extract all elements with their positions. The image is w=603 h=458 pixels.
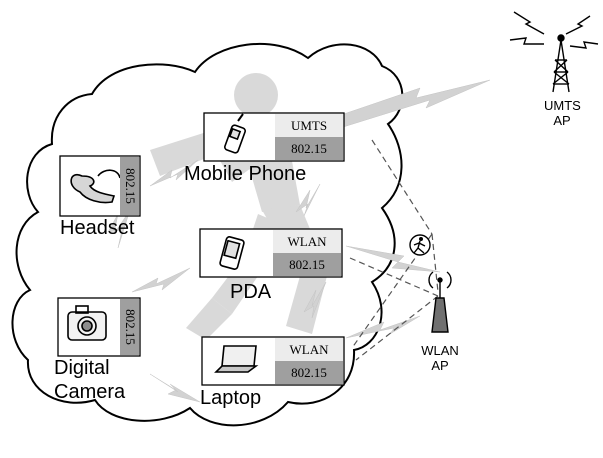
mobile-phone-tag-802-15: 802.15 xyxy=(275,137,343,160)
camera-icon xyxy=(67,305,107,341)
pda-tag-wlan: WLAN xyxy=(273,230,341,253)
wlan-ap-label-line2: AP xyxy=(431,358,449,373)
laptop-tag-802-15: 802.15 xyxy=(275,361,343,384)
laptop-icon xyxy=(214,345,259,373)
umts-ap-label-line1: UMTS xyxy=(544,98,581,113)
pda-tag-802-15: 802.15 xyxy=(273,253,341,276)
wlan-ap-label-line1: WLAN xyxy=(421,343,459,358)
umts-ap-label-line2: AP xyxy=(553,113,571,128)
digital-camera-label-line1: Digital xyxy=(54,357,110,379)
mobile-phone-label: Mobile Phone xyxy=(184,163,307,185)
umts-tower-icon xyxy=(509,11,599,93)
headset-label: Headset xyxy=(60,217,135,239)
camera-tag-802-15: 802.15 xyxy=(120,299,139,355)
mobile-phone-tag-umts: UMTS xyxy=(275,114,343,137)
headset-icon xyxy=(70,169,121,204)
wlan-antenna-icon xyxy=(428,271,452,333)
pda-icon xyxy=(219,236,245,270)
phone-icon xyxy=(224,113,246,154)
wireless-links xyxy=(107,79,491,403)
laptop-tag-wlan: WLAN xyxy=(275,338,343,361)
digital-camera-label-line2: Camera xyxy=(54,381,126,403)
pda-label: PDA xyxy=(230,281,272,303)
laptop-label: Laptop xyxy=(200,387,262,409)
headset-tag-802-15: 802.15 xyxy=(120,157,139,215)
person-icon xyxy=(409,234,431,256)
